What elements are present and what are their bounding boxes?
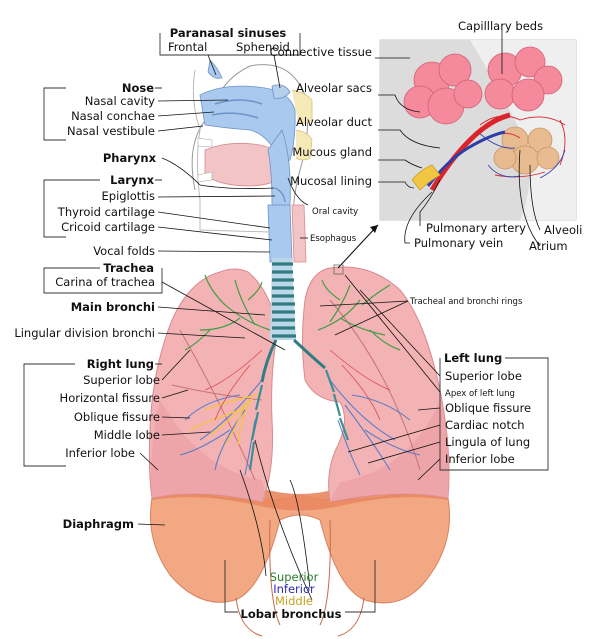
bracket-right-lung <box>23 363 162 467</box>
right-lung-shade <box>151 400 265 502</box>
label-cricoid-cartilage: Cricoid cartilage <box>61 220 155 234</box>
label-alveolar-sacs: Alveolar sacs <box>296 81 372 95</box>
label-connective-tissue: Connective tissue <box>270 45 372 59</box>
label-larynx: Larynx <box>110 173 154 187</box>
bronchial-tree-red <box>204 349 391 421</box>
label-sphenoid: Sphenoid <box>236 40 290 54</box>
bracket-nose <box>43 87 162 141</box>
label-cardiac-notch: Cardiac notch <box>445 418 525 432</box>
label-lobar-bronchus: Lobar bronchus <box>241 607 342 621</box>
left-lung-shade <box>330 400 449 502</box>
esophagus-shape <box>291 204 307 263</box>
label-oblique-fissure-right: Oblique fissure <box>74 410 160 424</box>
label-right-lung: Right lung <box>87 357 154 371</box>
bracket-lobar <box>224 560 376 613</box>
label-capillary-beds: Capilllary beds <box>458 19 543 33</box>
label-diaphragm: Diaphragm <box>63 517 134 531</box>
pharynx-tube <box>267 129 291 206</box>
label-pharynx: Pharynx <box>103 151 157 165</box>
pulmonary-vein-vessel <box>426 130 506 187</box>
right-horizontal-fissure <box>171 384 263 401</box>
label-carina: Carina of trachea <box>55 275 155 289</box>
left-lung-shape <box>302 266 450 503</box>
right-oblique-fissure <box>179 329 256 481</box>
label-mucous-gland: Mucous gland <box>292 145 372 159</box>
label-nasal-vestibule: Nasal vestibule <box>67 124 155 138</box>
label-alveoli: Alveoli <box>544 223 582 237</box>
bronchiole-tube <box>411 164 441 191</box>
inset-pointer-arrowhead <box>370 225 378 233</box>
bronchial-tree-yellow <box>189 394 259 446</box>
main-bronchi <box>260 338 326 383</box>
label-atrium: Atrium <box>529 239 568 253</box>
label-alveolar-duct: Alveolar duct <box>296 115 373 129</box>
bracket-left-lung <box>439 357 549 471</box>
epiglottis-shape <box>274 187 286 203</box>
label-paranasal-sinuses: Paranasal sinuses <box>170 26 287 40</box>
label-inferior-lobe-right: Inferior lobe <box>65 446 135 460</box>
label-main-bronchi: Main bronchi <box>71 300 155 314</box>
label-oral-cavity-1: Oral cavity <box>312 207 358 217</box>
spine-cervical <box>291 89 313 161</box>
label-nasal-conchae: Nasal conchae <box>71 109 155 123</box>
label-inferior-lobe-left: Inferior lobe <box>445 452 515 466</box>
label-esophagus: Esophagus <box>310 234 357 244</box>
bracket-paranasal <box>159 33 301 56</box>
label-epiglottis: Epiglottis <box>102 189 156 203</box>
head-outline <box>191 64 309 226</box>
bracket-larynx <box>43 179 162 238</box>
lobar-bronchi-rings <box>248 369 350 471</box>
label-lobar-superior: Superior <box>270 570 319 584</box>
label-frontal: Frontal <box>168 40 207 54</box>
label-vocal-folds: Vocal folds <box>93 244 155 258</box>
leader-lines <box>137 30 541 601</box>
label-mucosal-lining: Mucosal lining <box>290 174 372 188</box>
diaphragm-crura <box>235 519 365 637</box>
label-thyroid-cartilage: Thyroid cartilage <box>57 205 155 219</box>
frontal-sinus <box>207 59 223 79</box>
label-superior-lobe-right: Superior lobe <box>83 373 160 387</box>
label-oblique-fissure-left: Oblique fissure <box>445 401 531 415</box>
alveolar-sacs <box>403 46 563 125</box>
label-apex-left: Apex of left lung <box>445 389 515 399</box>
label-horizontal-fissure: Horizontal fissure <box>60 391 160 405</box>
inset-pointer-arrow <box>337 224 379 269</box>
capillary-network-blue <box>477 131 566 179</box>
bracket-trachea <box>43 267 163 294</box>
bronchial-tree-green <box>184 274 401 351</box>
face-outline <box>192 69 271 233</box>
inset-pointer-box <box>333 264 344 275</box>
nasal-conchae <box>211 99 263 119</box>
left-oblique-fissure <box>329 299 421 471</box>
laryngeal-tube <box>267 204 293 263</box>
label-nasal-cavity: Nasal cavity <box>85 94 155 108</box>
label-nose: Nose <box>122 81 154 95</box>
label-lingular-division: Lingular division bronchi <box>14 326 155 340</box>
label-lobar-inferior: Inferior <box>273 582 315 596</box>
label-lingula: Lingula of lung <box>445 435 530 449</box>
label-trachea: Trachea <box>103 261 154 275</box>
pulmonary-artery-vessel <box>429 112 511 192</box>
label-middle-lobe: Middle lobe <box>94 428 160 442</box>
teeth <box>197 137 213 183</box>
sphenoid-sinus <box>271 84 291 99</box>
trachea-rings <box>270 258 296 340</box>
label-superior-lobe-left: Superior lobe <box>445 369 522 383</box>
label-lobar-middle: Middle <box>275 594 313 608</box>
label-tracheal-rings: Tracheal and bronchi rings <box>409 297 523 307</box>
label-pulmonary-vein: Pulmonary vein <box>414 236 503 250</box>
alveoli-cluster <box>493 126 560 175</box>
label-left-lung: Left lung <box>444 351 502 365</box>
label-pulmonary-artery: Pulmonary artery <box>426 221 526 235</box>
